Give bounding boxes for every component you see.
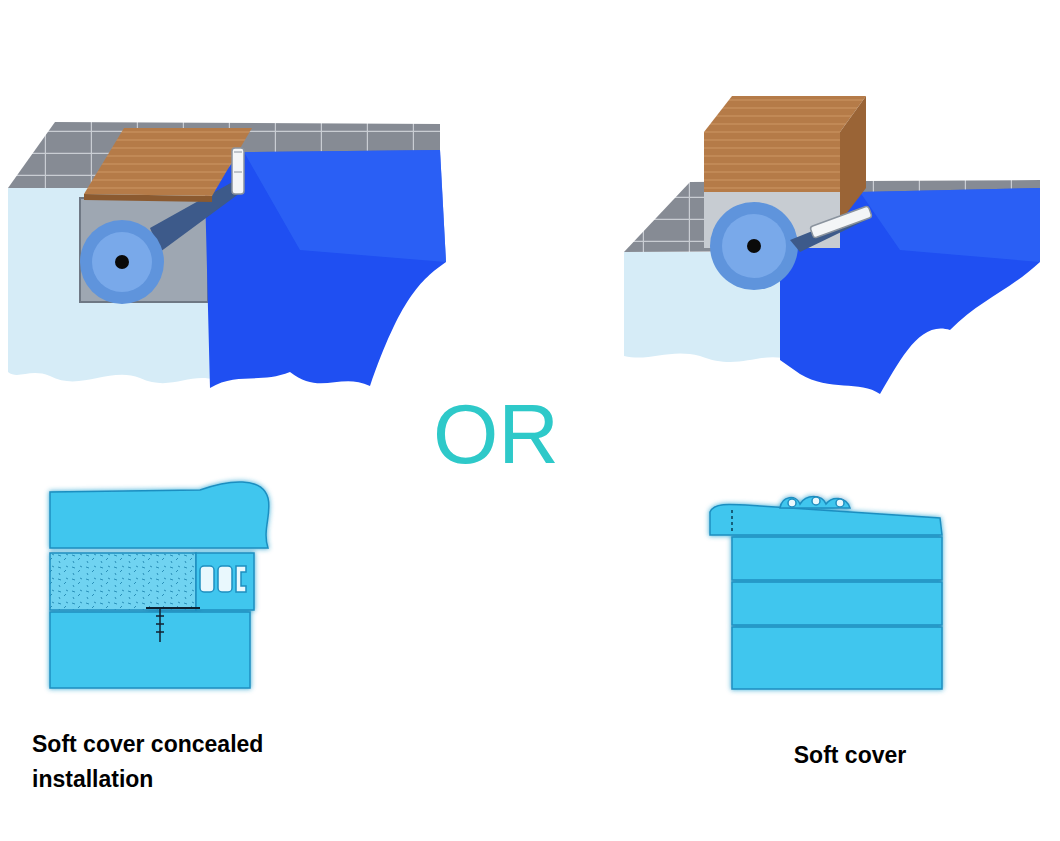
concealed-section: [50, 482, 269, 688]
or-text: OR: [433, 388, 583, 480]
box-pool-corner: [624, 96, 1040, 394]
soft-cover-section: [710, 497, 942, 690]
section-label: Soft cover: [740, 738, 960, 773]
section-label: Soft cover concealed installation: [32, 727, 362, 796]
concealed-pool-corner: [8, 122, 446, 388]
